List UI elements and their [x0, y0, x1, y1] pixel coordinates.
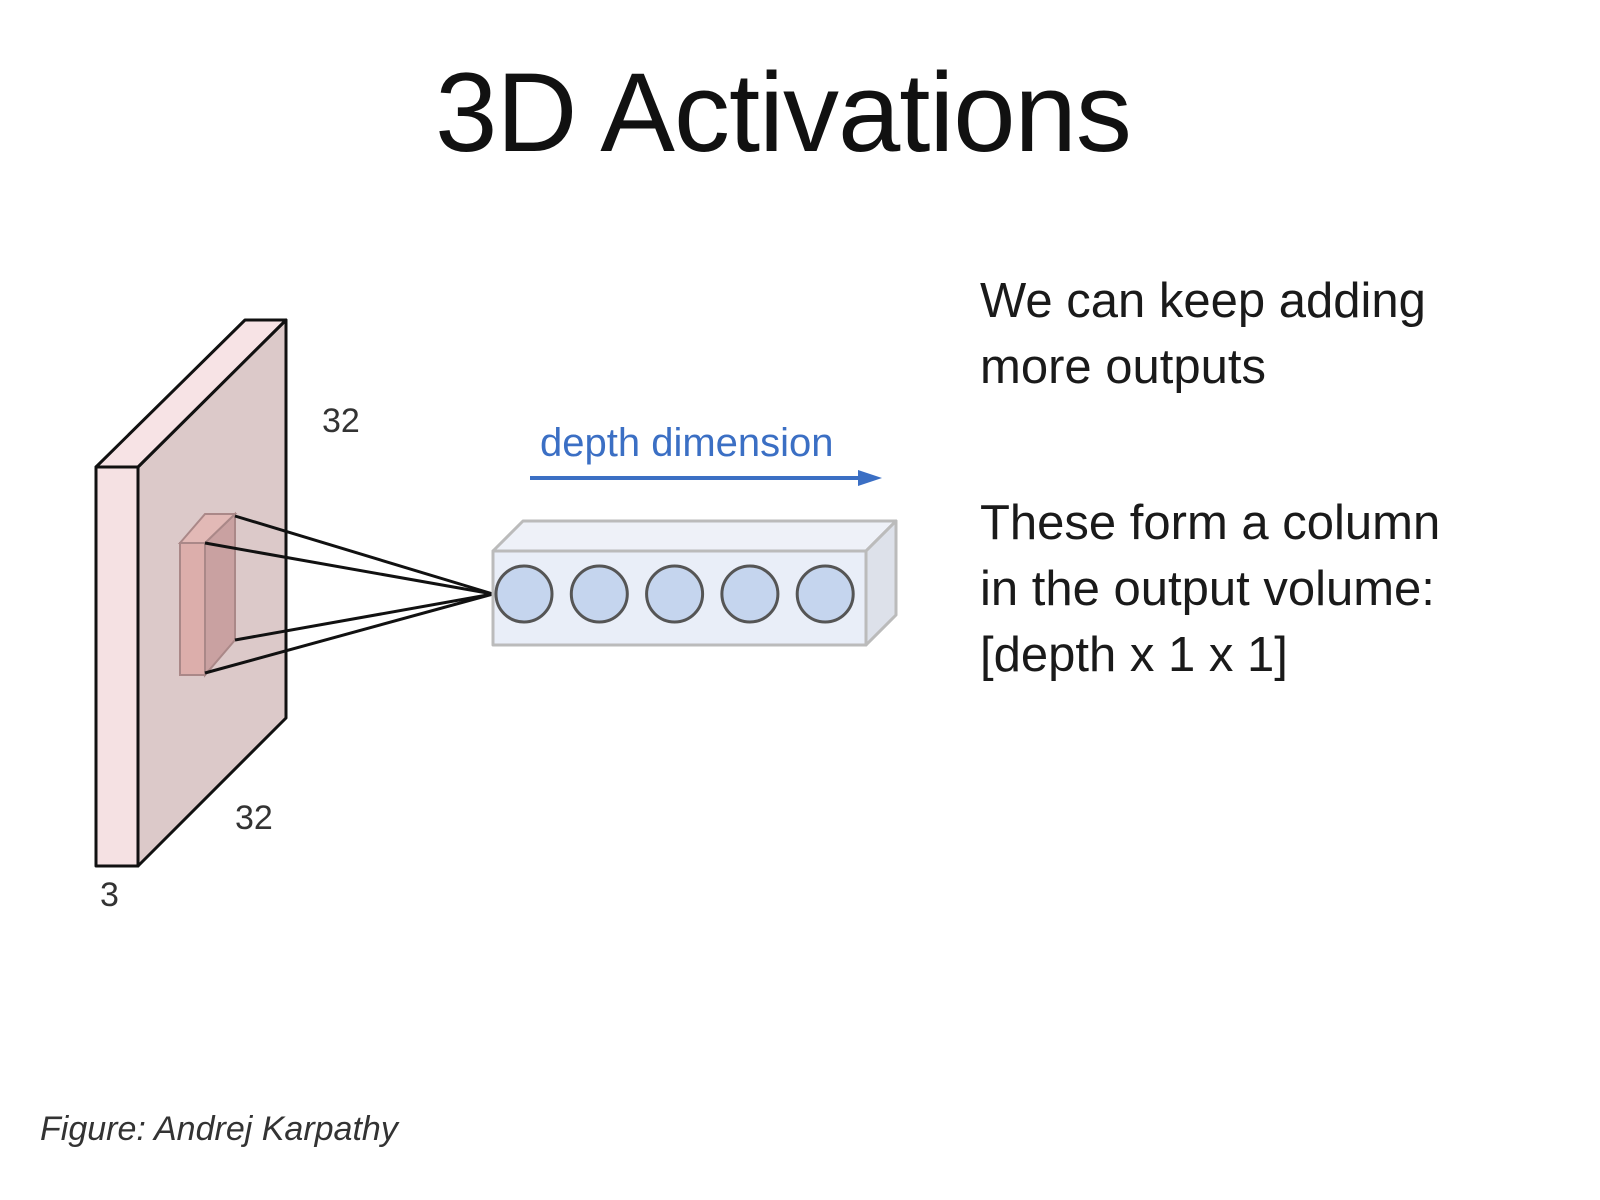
text-line: We can keep adding: [980, 274, 1426, 328]
width-label: 32: [235, 799, 273, 837]
text-line: more outputs: [980, 340, 1266, 394]
depth-dimension-label: depth dimension: [540, 421, 834, 465]
connection-lines: [204, 514, 494, 675]
neuron: [795, 564, 855, 624]
paragraph-adding-outputs: We can keep adding more outputs: [980, 268, 1426, 400]
input-volume-front: [94, 465, 140, 868]
receptive-field: [177, 511, 238, 678]
height-label: 32: [322, 402, 360, 440]
neuron: [494, 564, 554, 624]
neurons: [494, 564, 855, 624]
text-line: [depth x 1 x 1]: [980, 628, 1288, 682]
slide-title: 3D Activations: [435, 50, 1132, 175]
receptive-field-front: [179, 542, 206, 676]
output-column-top: [491, 519, 898, 553]
figure-caption: Figure: Andrej Karpathy: [40, 1110, 398, 1148]
neuron: [569, 564, 629, 624]
neuron: [645, 564, 705, 624]
text-line: in the output volume:: [980, 562, 1435, 616]
arrow-head-icon: [858, 470, 882, 486]
neuron: [720, 564, 780, 624]
depth-label: 3: [100, 876, 119, 914]
depth-arrow: [530, 470, 882, 486]
text-line: These form a column: [980, 496, 1441, 550]
paragraph-column: These form a column in the output volume…: [980, 490, 1440, 688]
